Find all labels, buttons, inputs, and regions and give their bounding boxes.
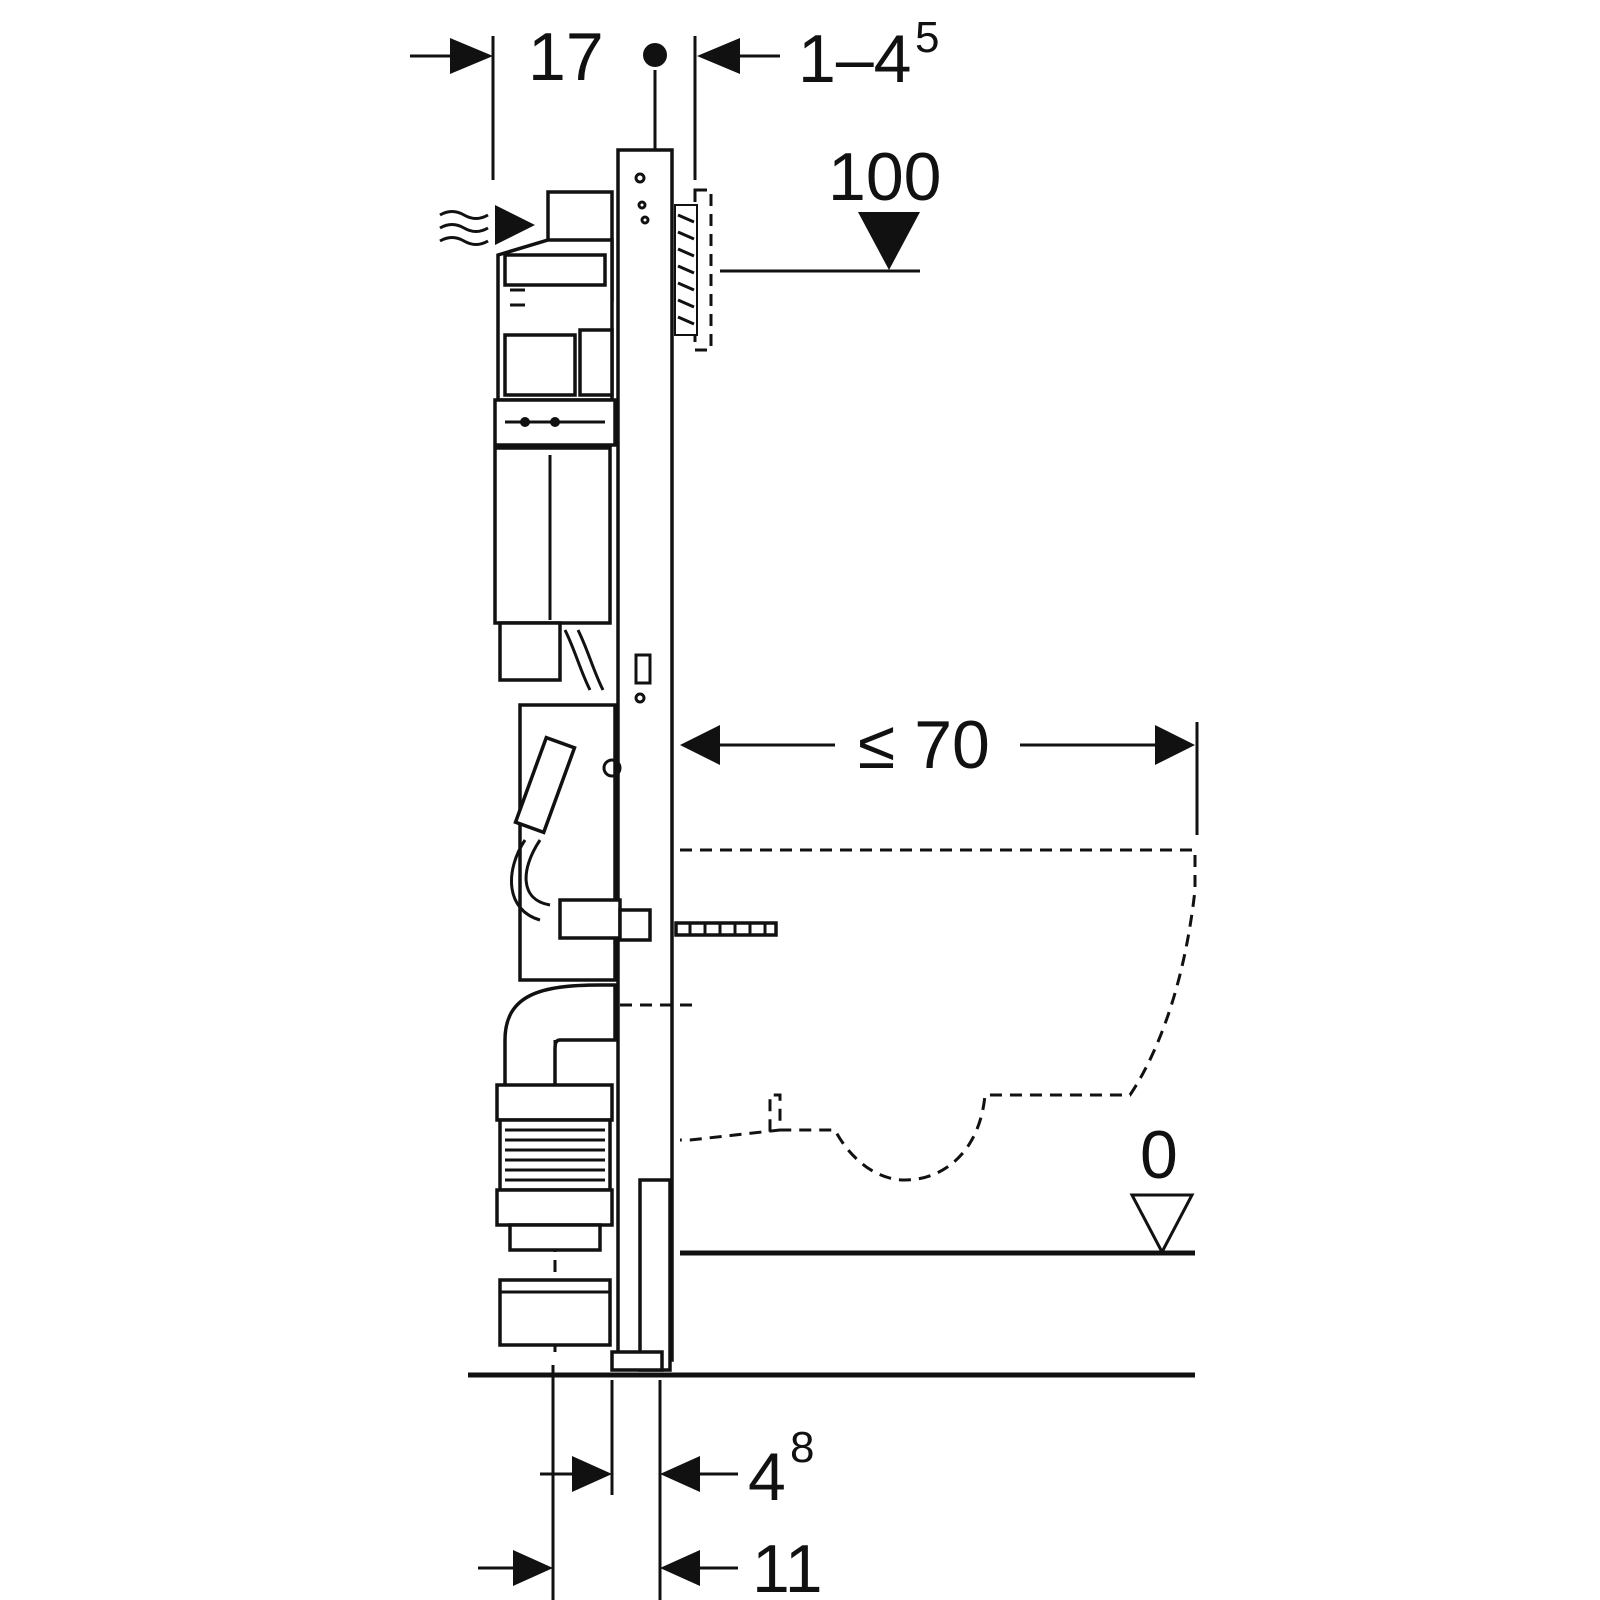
level-triangle-icon — [858, 212, 920, 270]
floor-level-zero: 0 — [680, 1117, 1195, 1256]
cistern — [439, 190, 617, 691]
base-floor-line — [468, 1350, 1195, 1378]
dimension-wall-gap: 1–4 5 — [693, 13, 939, 180]
wc-bowl-outline — [680, 848, 1197, 1182]
dimension-wall-gap-superscript: 5 — [915, 13, 939, 62]
dimension-100: 100 — [720, 139, 941, 273]
fixing-assembly — [510, 703, 652, 982]
flush-plate — [674, 188, 713, 352]
dimension-17: 17 — [410, 19, 667, 180]
dimension-projection-label: ≤ 70 — [858, 707, 990, 783]
dimension-projection: ≤ 70 — [680, 707, 1199, 835]
dimension-offset-11: 11 — [478, 1531, 823, 1600]
drain-pipe — [495, 983, 617, 1360]
dimension-offset-4-label: 4 — [748, 1439, 786, 1515]
dimension-wall-gap-label: 1–4 — [798, 21, 911, 97]
dimension-offset-4-superscript: 8 — [790, 1423, 814, 1472]
dimension-offset-4: 4 8 — [540, 1365, 814, 1600]
dimension-17-label: 17 — [528, 19, 604, 95]
threaded-stud — [674, 921, 778, 937]
dimension-100-label: 100 — [828, 139, 941, 215]
floor-level-triangle-icon — [1129, 1193, 1195, 1256]
centerline-marker-icon — [643, 43, 667, 67]
floor-level-label: 0 — [1140, 1117, 1178, 1193]
dimension-offset-11-label: 11 — [752, 1531, 823, 1600]
